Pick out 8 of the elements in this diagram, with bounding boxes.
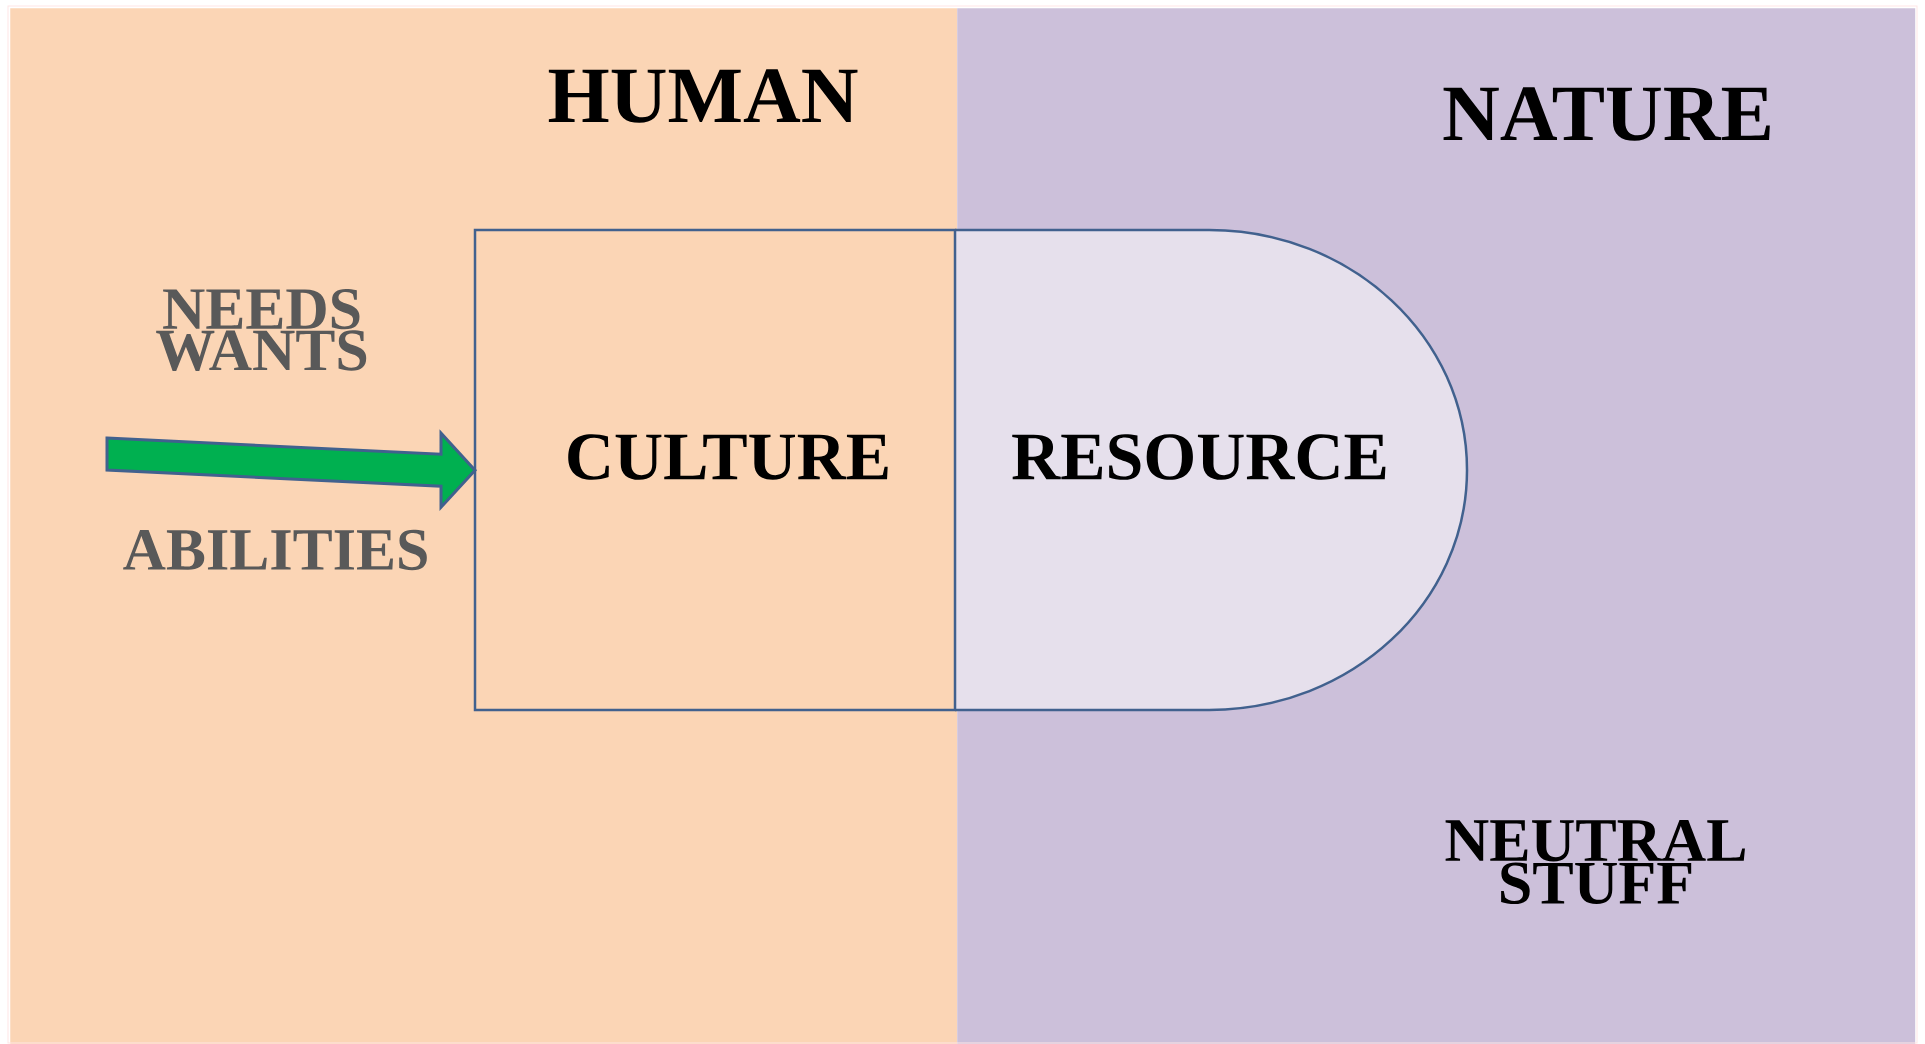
region-label: NEEDS WANTS [156,289,367,371]
region-label: ABILITIES [123,529,427,571]
band-title: NATURE [1443,87,1770,141]
region-band [10,8,958,1044]
process-box: CULTURE [473,228,957,712]
band-title: HUMAN [548,69,858,123]
region-label: NEUTRAL STUFF [1445,819,1745,905]
block-arrow [105,429,478,512]
